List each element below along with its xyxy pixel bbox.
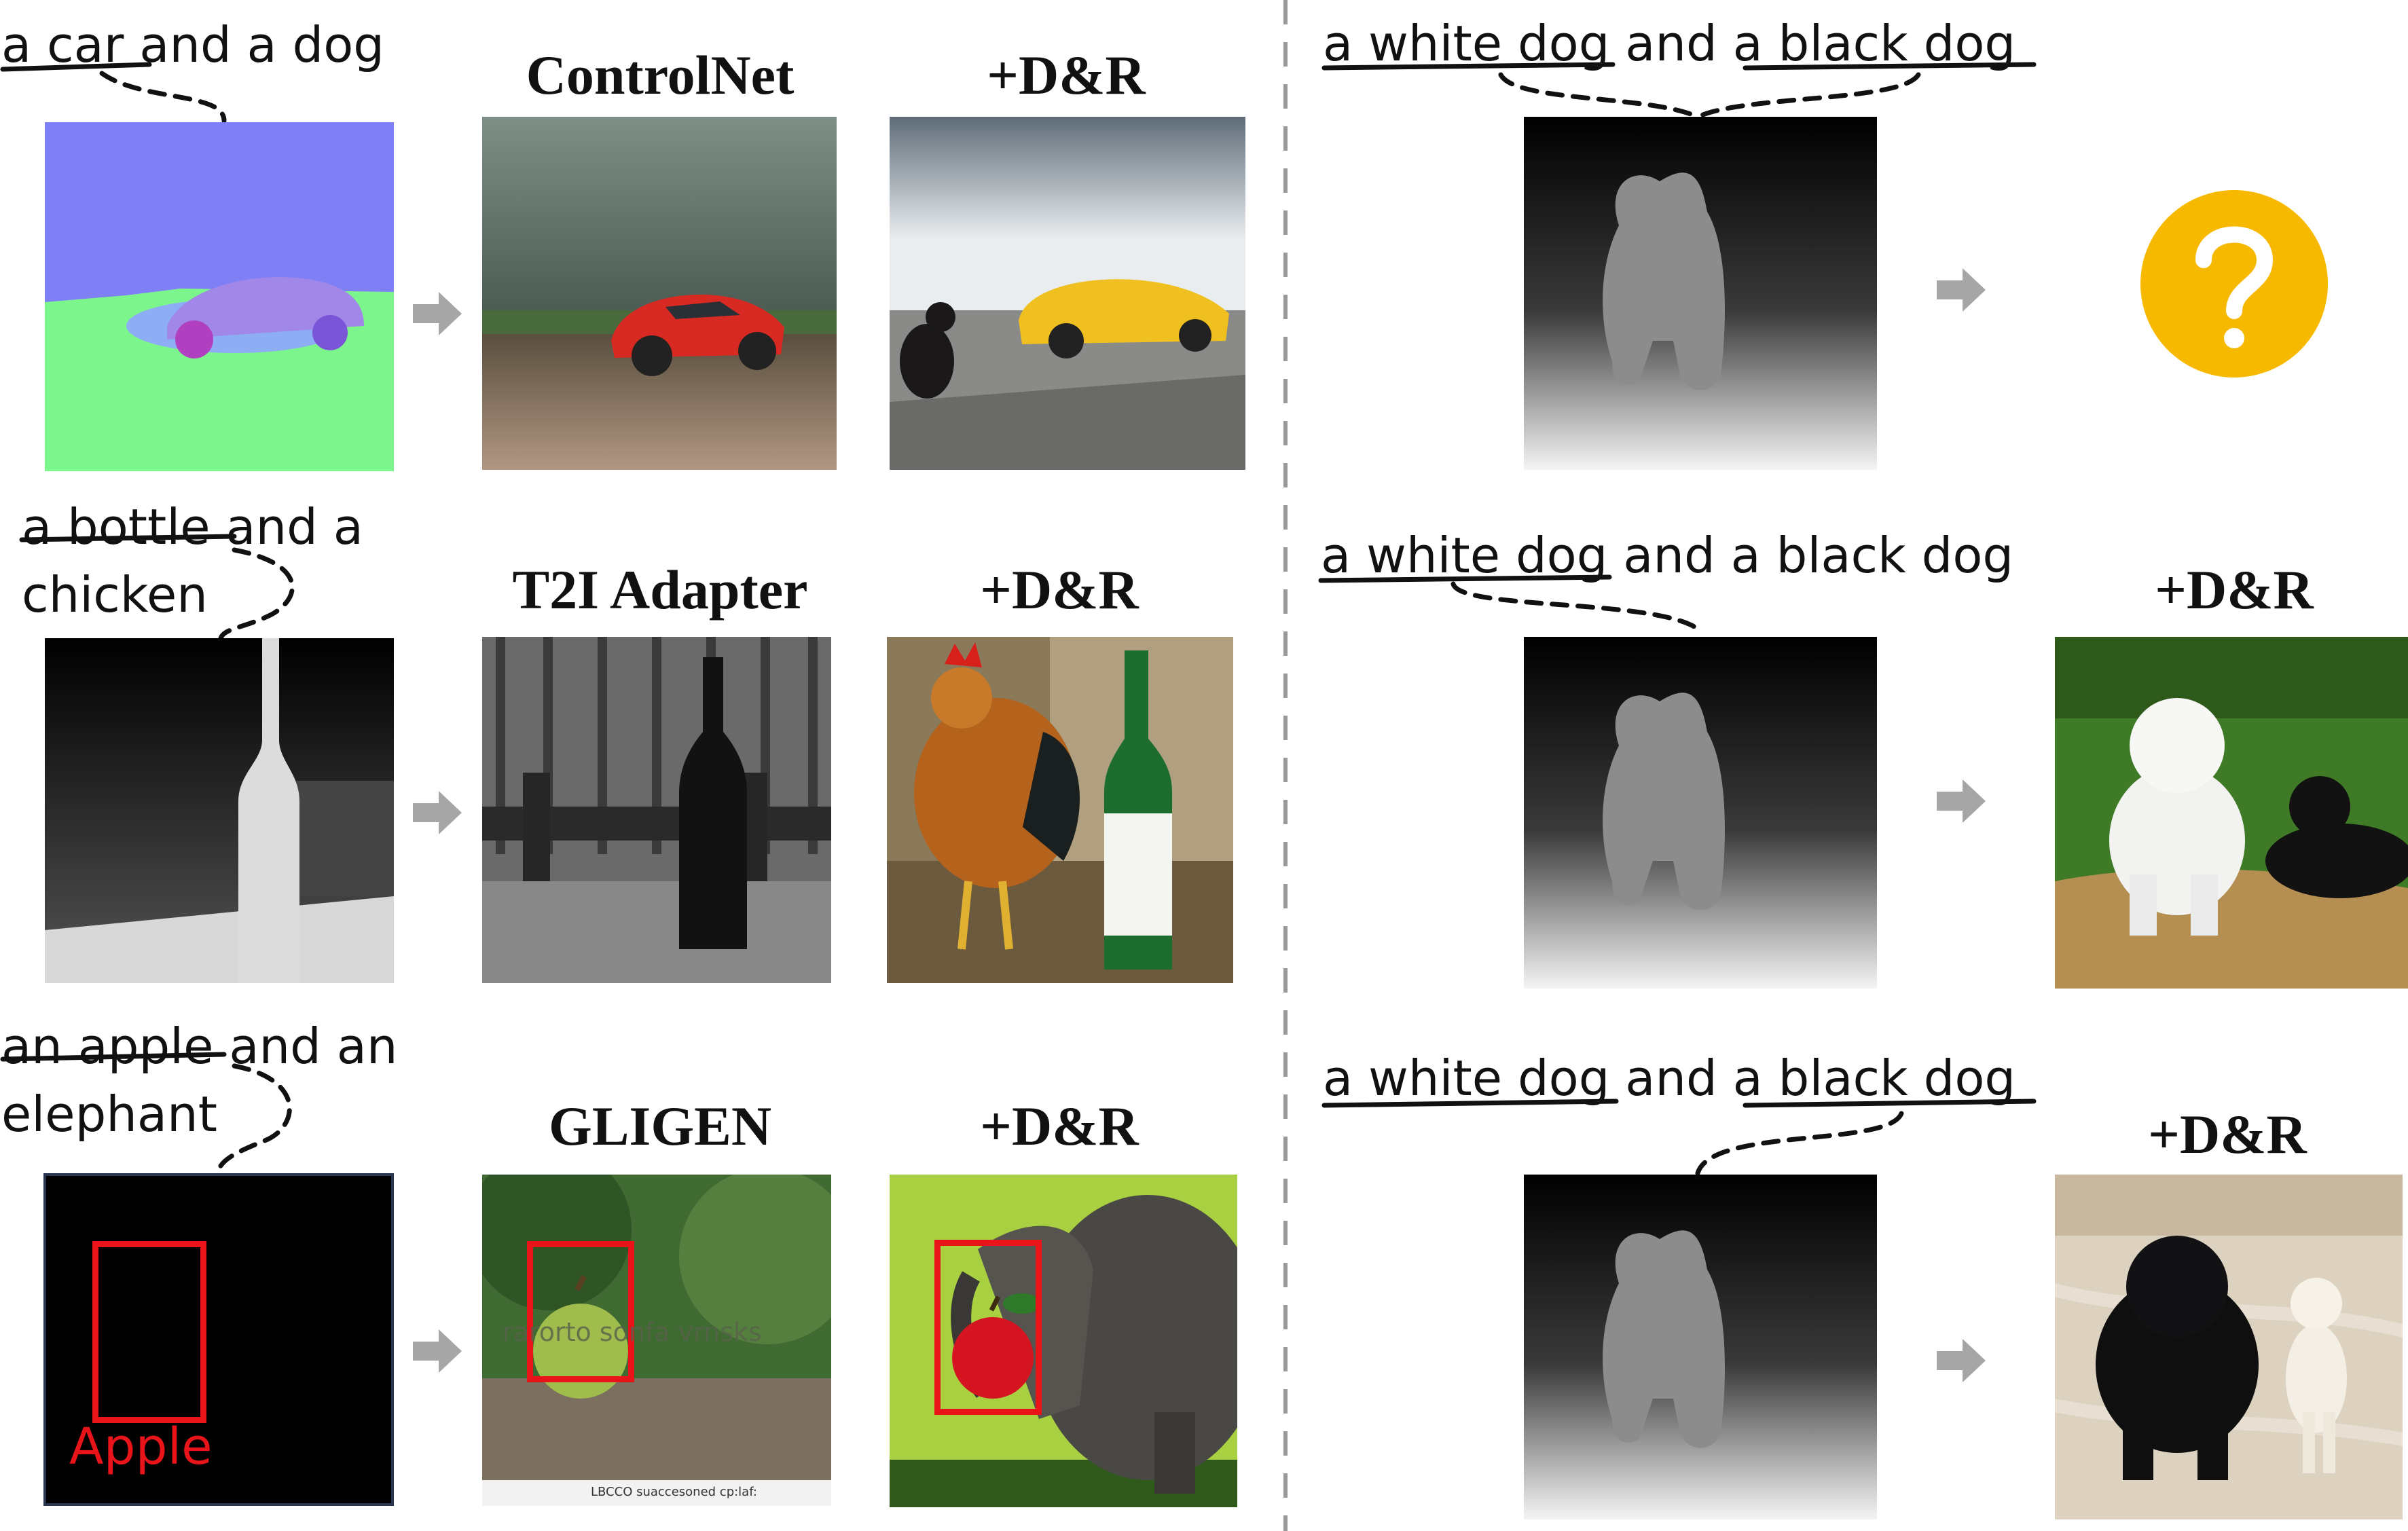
gligen-apple-image: rarorto sonfa vrnsks LBCCO suaccesoned c… bbox=[482, 1175, 831, 1506]
depth-map-dog-3 bbox=[1524, 1175, 1877, 1519]
layout-box-input: Apple bbox=[43, 1173, 394, 1506]
prompt-bottle-line2: chicken bbox=[22, 566, 208, 623]
panel-divider bbox=[1283, 0, 1288, 1531]
dr-apple-elephant-image bbox=[890, 1175, 1237, 1507]
dashed-connector-1 bbox=[99, 71, 227, 124]
prompt-car-dog: a car and a dog bbox=[1, 16, 385, 73]
prompt-bottle-line1: a bottle and a bbox=[22, 498, 363, 555]
method-title-t2i-adapter: T2I Adapter bbox=[512, 559, 808, 621]
gligen-footer-text: LBCCO suaccesoned cp:laf: bbox=[591, 1485, 757, 1499]
arrow-icon bbox=[1937, 268, 1986, 312]
underline-an-apple bbox=[0, 1052, 227, 1062]
arrow-icon bbox=[413, 292, 462, 335]
underline-a-bottle bbox=[19, 534, 237, 542]
t2i-bottle-image bbox=[482, 637, 831, 983]
result-title-dr-1: +D&R bbox=[987, 44, 1146, 106]
dashed-connector-4 bbox=[1498, 72, 1697, 118]
dr-black-white-dog-image bbox=[2055, 1175, 2403, 1519]
gligen-apple-box bbox=[527, 1241, 634, 1382]
dr-bottle-chicken-image bbox=[887, 637, 1233, 983]
controlnet-car-image bbox=[482, 117, 837, 470]
result-title-dr-4: +D&R bbox=[2155, 559, 2314, 621]
prompt-apple-line2: elephant bbox=[1, 1086, 217, 1143]
dashed-connector-5 bbox=[1698, 72, 1921, 118]
normal-map-car bbox=[45, 122, 394, 471]
underline-white-dog-3 bbox=[1321, 1099, 1619, 1108]
box-label-apple: Apple bbox=[69, 1418, 213, 1476]
underline-white-dog-1 bbox=[1321, 62, 1616, 71]
arrow-icon bbox=[413, 791, 462, 834]
underline-white-dog-2 bbox=[1318, 574, 1612, 583]
result-title-dr-5: +D&R bbox=[2148, 1103, 2307, 1165]
result-title-dr-2: +D&R bbox=[980, 559, 1139, 621]
dashed-connector-3 bbox=[215, 1063, 292, 1176]
gligen-watermark-text: rarorto sonfa vrnsks bbox=[503, 1317, 762, 1347]
dr-apple-box bbox=[934, 1240, 1042, 1415]
apple-bounding-box bbox=[92, 1241, 206, 1423]
question-mark-icon bbox=[2140, 190, 2328, 377]
dashed-connector-2 bbox=[218, 547, 295, 641]
prompt-two-dogs-2: a white dog and a black dog bbox=[1321, 527, 2014, 584]
prompt-two-dogs-1: a white dog and a black dog bbox=[1323, 15, 2016, 72]
depth-map-dog-2 bbox=[1524, 637, 1877, 989]
method-title-controlnet: ControlNet bbox=[526, 44, 795, 106]
depth-map-bottle bbox=[45, 638, 394, 983]
dashed-connector-7 bbox=[1695, 1111, 1904, 1176]
arrow-icon bbox=[413, 1329, 462, 1373]
prompt-apple-line1: an apple and an bbox=[1, 1018, 398, 1075]
result-title-dr-3: +D&R bbox=[980, 1095, 1139, 1157]
underline-a-car bbox=[0, 62, 152, 72]
arrow-icon bbox=[1937, 1339, 1986, 1382]
underline-black-dog-3 bbox=[1743, 1099, 2037, 1108]
dr-car-dog-image bbox=[890, 117, 1245, 470]
depth-map-dog-1 bbox=[1524, 117, 1877, 470]
method-title-gligen: GLIGEN bbox=[548, 1095, 772, 1157]
underline-black-dog-1 bbox=[1743, 62, 2037, 71]
arrow-icon bbox=[1937, 779, 1986, 823]
dashed-connector-6 bbox=[1451, 581, 1704, 634]
prompt-two-dogs-3: a white dog and a black dog bbox=[1323, 1050, 2016, 1107]
dr-white-black-dog-image bbox=[2055, 637, 2408, 989]
